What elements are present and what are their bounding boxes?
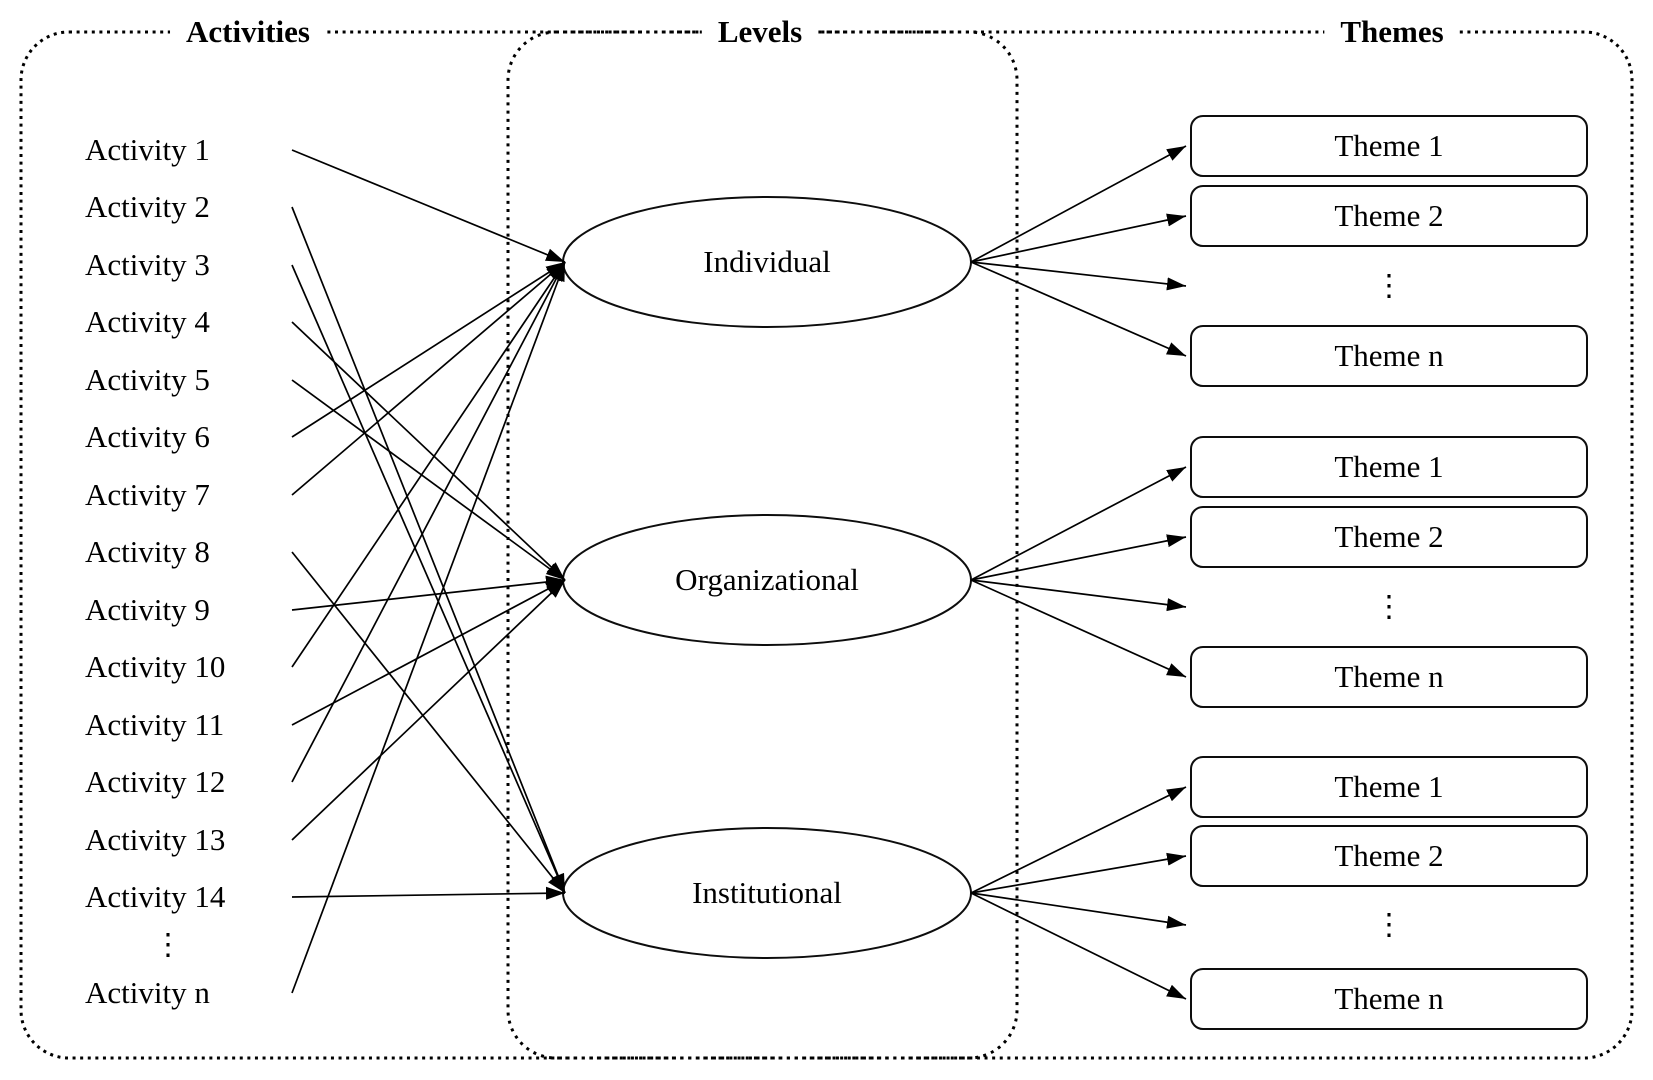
level-theme-arrow — [970, 579, 1187, 678]
activities-vertical-ellipsis: ⋮ — [153, 928, 183, 962]
activity-connection-arrow — [291, 551, 566, 894]
activity-connection-arrow — [291, 579, 566, 726]
themes-vertical-ellipsis: ⋮ — [1374, 908, 1404, 942]
activity-label-a8: Activity 8 — [85, 534, 210, 569]
level-theme-arrow — [970, 261, 1187, 291]
theme-box-individual-1: Theme 2 — [1190, 185, 1588, 247]
activity-connection-arrow — [291, 579, 566, 841]
levels-header: Levels — [701, 14, 819, 50]
activity-connection-arrow — [291, 149, 566, 263]
themes-header: Themes — [1324, 14, 1460, 50]
activity-connection-arrow — [291, 261, 566, 994]
activity-label-an: Activity n — [85, 975, 210, 1010]
activity-connection-arrow — [291, 886, 566, 900]
themes-vertical-ellipsis: ⋮ — [1374, 269, 1404, 303]
level-theme-arrow — [970, 786, 1187, 894]
activity-label-a13: Activity 13 — [85, 822, 226, 857]
theme-box-individual-0: Theme 1 — [1190, 115, 1588, 177]
activity-connection-arrow — [291, 261, 566, 496]
outer-dotted-border — [19, 30, 1634, 1060]
level-theme-arrow — [970, 213, 1187, 263]
activity-connection-arrow — [291, 264, 566, 894]
level-theme-arrow — [970, 261, 1187, 357]
theme-box-institutional-3: Theme n — [1190, 968, 1588, 1030]
activity-connection-arrow — [291, 261, 566, 438]
themes-vertical-ellipsis: ⋮ — [1374, 590, 1404, 624]
level-theme-arrow — [970, 579, 1187, 612]
activity-label-a3: Activity 3 — [85, 247, 210, 282]
activities-header: Activities — [170, 14, 326, 50]
activity-label-a14: Activity 14 — [85, 879, 226, 914]
activity-connection-arrow — [291, 575, 566, 611]
activity-label-a9: Activity 9 — [85, 592, 210, 627]
theme-box-organizational-1: Theme 2 — [1190, 506, 1588, 568]
level-theme-arrow — [970, 892, 1187, 929]
level-label-organizational: Organizational — [675, 562, 859, 597]
activity-label-a1: Activity 1 — [85, 132, 210, 167]
activity-label-a7: Activity 7 — [85, 477, 210, 512]
activity-label-a10: Activity 10 — [85, 649, 226, 684]
activity-connection-arrow — [291, 206, 566, 894]
level-label-individual: Individual — [703, 244, 831, 279]
theme-box-organizational-3: Theme n — [1190, 646, 1588, 708]
activity-label-a12: Activity 12 — [85, 764, 226, 799]
level-theme-arrow — [970, 145, 1187, 263]
level-theme-arrow — [970, 892, 1187, 1000]
activity-connection-arrow — [291, 321, 566, 581]
level-theme-arrow — [970, 534, 1187, 581]
activity-connection-arrow — [291, 379, 566, 581]
activity-label-a6: Activity 6 — [85, 419, 210, 454]
activity-label-a4: Activity 4 — [85, 304, 210, 339]
activity-label-a11: Activity 11 — [85, 707, 225, 742]
level-label-institutional: Institutional — [692, 875, 842, 910]
level-theme-arrow — [970, 466, 1187, 581]
activity-connection-arrow — [291, 261, 566, 668]
activity-label-a5: Activity 5 — [85, 362, 210, 397]
theme-box-institutional-1: Theme 2 — [1190, 825, 1588, 887]
activity-connection-arrow — [291, 261, 566, 783]
theme-box-institutional-0: Theme 1 — [1190, 756, 1588, 818]
activity-label-a2: Activity 2 — [85, 189, 210, 224]
theme-box-organizational-0: Theme 1 — [1190, 436, 1588, 498]
level-theme-arrow — [970, 852, 1187, 894]
theme-box-individual-3: Theme n — [1190, 325, 1588, 387]
